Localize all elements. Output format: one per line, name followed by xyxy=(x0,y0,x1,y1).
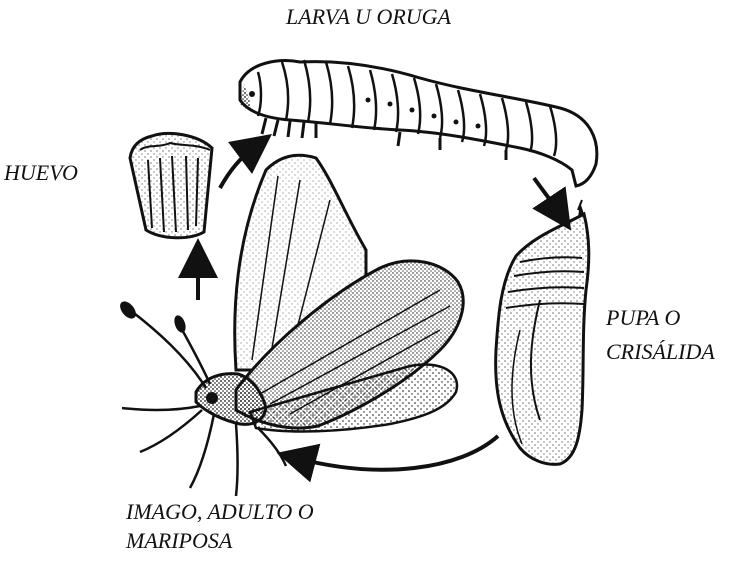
arrow-egg-to-larva xyxy=(220,146,256,188)
arrow-larva-to-pupa xyxy=(534,178,560,214)
egg-illustration xyxy=(130,133,212,237)
arrow-pupa-to-adult xyxy=(296,436,498,470)
chrysalis-illustration xyxy=(496,200,589,464)
label-pupa-line1: PUPA O xyxy=(606,303,680,333)
label-huevo: HUEVO xyxy=(4,158,78,188)
label-larva: LARVA U ORUGA xyxy=(286,2,451,32)
label-pupa-line2: CRISÁLIDA xyxy=(606,337,715,367)
label-imago-line2: MARIPOSA xyxy=(126,526,232,556)
label-imago-line1: IMAGO, ADULTO O xyxy=(126,497,314,527)
